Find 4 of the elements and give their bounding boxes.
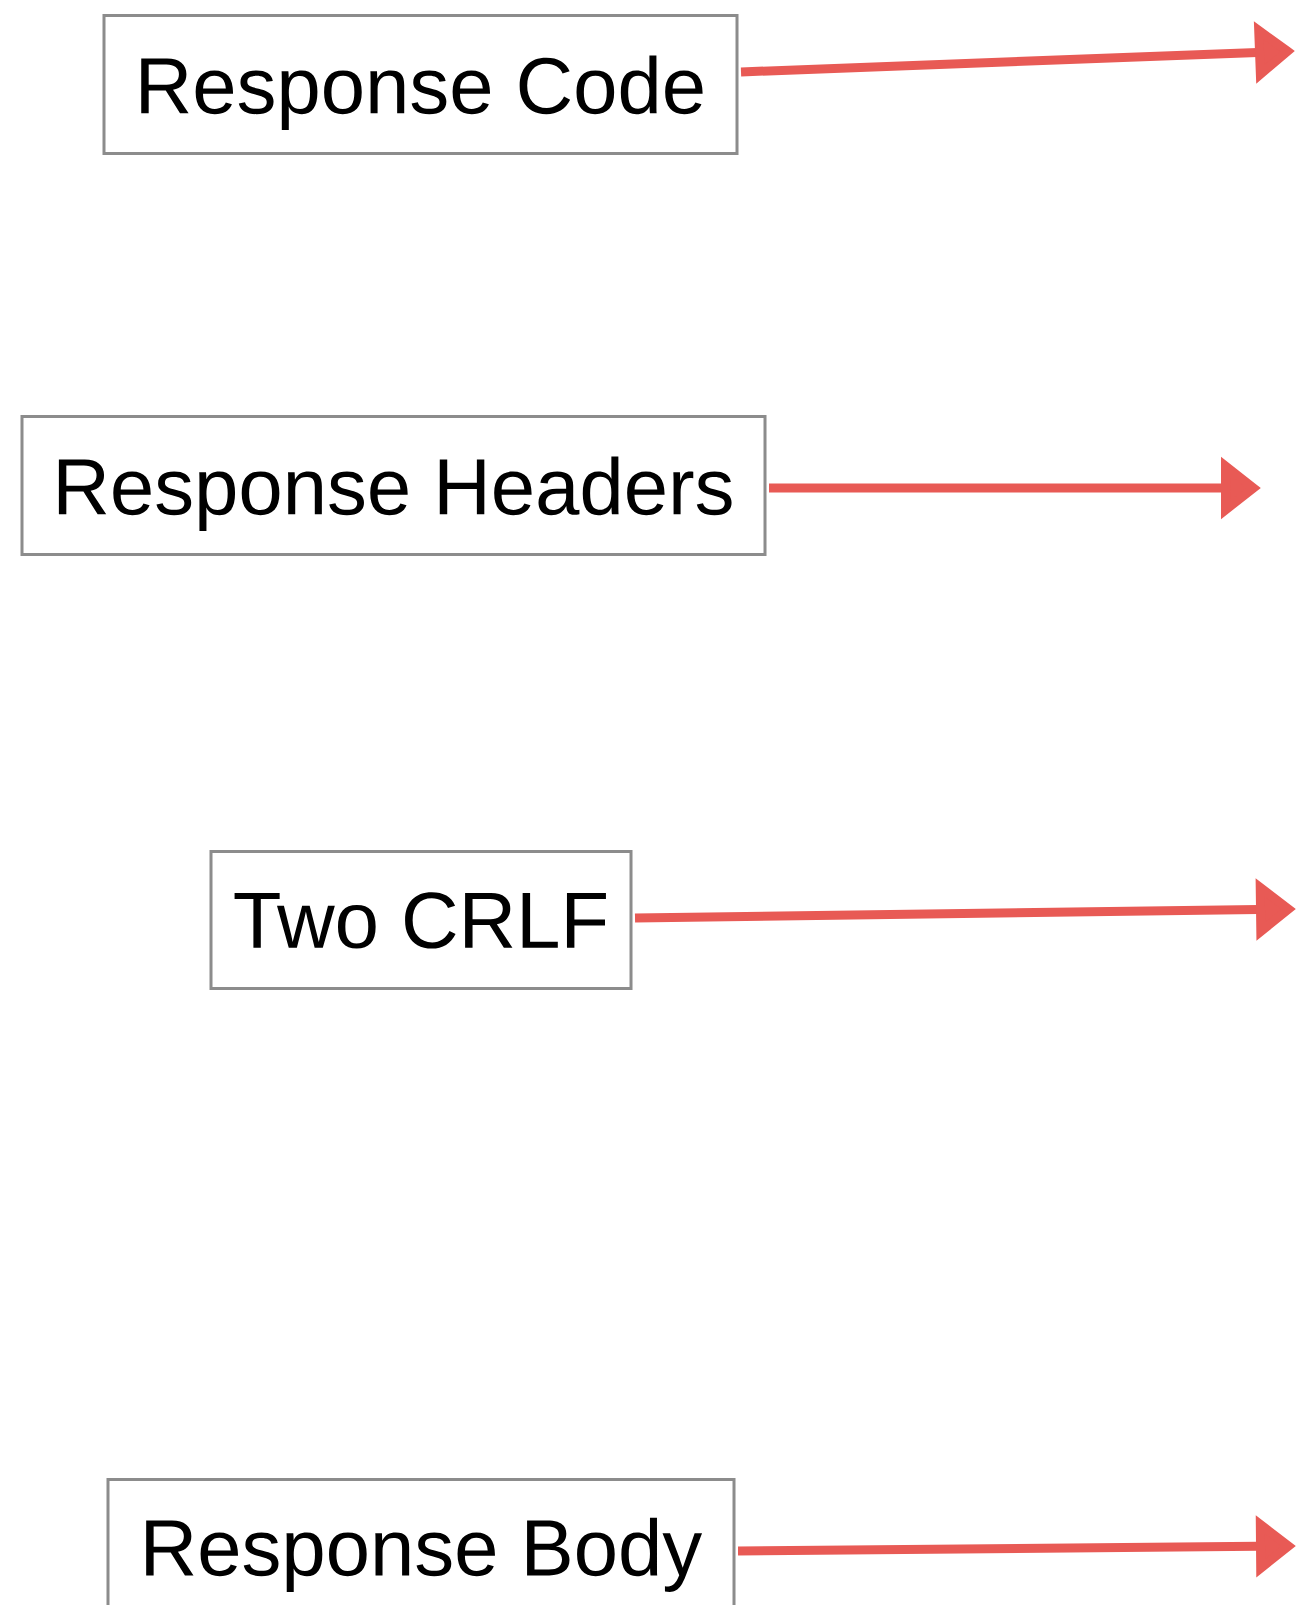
text-box: Two CRLF <box>209 850 633 990</box>
text-box: Response Body <box>106 1478 736 1605</box>
text-box: Response Code <box>102 14 739 155</box>
text-box: Response Headers <box>20 415 767 556</box>
